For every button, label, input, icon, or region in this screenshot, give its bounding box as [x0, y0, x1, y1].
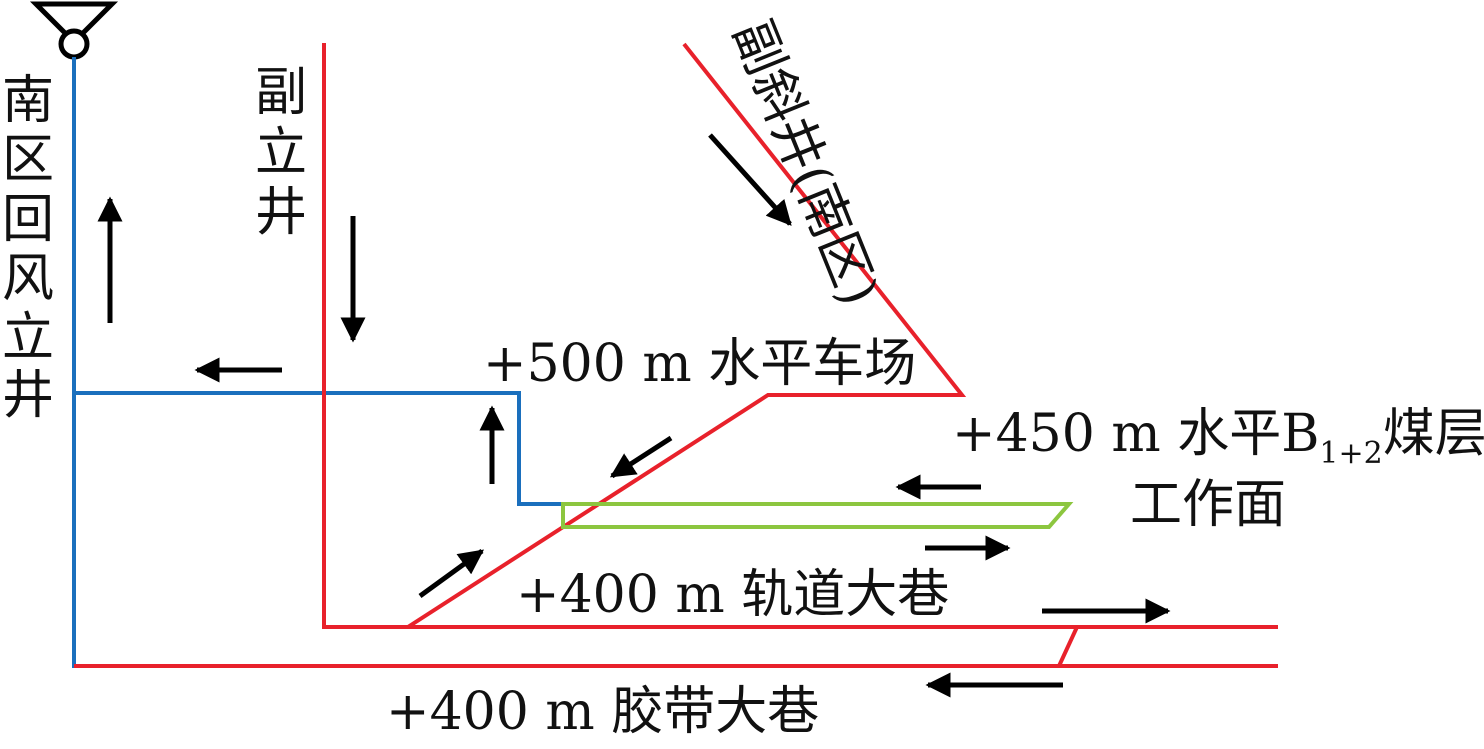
- svg-text:井: 井: [255, 183, 307, 243]
- incline-label: 副斜井(南区): [721, 12, 889, 313]
- aux-shaft-line: [322, 43, 408, 629]
- airflow-arrow-icon: [609, 435, 673, 479]
- ventilator-fan-icon: [29, 1, 119, 60]
- svg-text:井: 井: [2, 366, 54, 426]
- svg-text:立: 立: [255, 123, 307, 183]
- svg-text:回: 回: [2, 190, 54, 250]
- intake-airways: [74, 42, 1278, 668]
- svg-text:副: 副: [255, 63, 307, 123]
- svg-text:区: 区: [2, 130, 54, 190]
- belt-roadway-label: +400 m 胶带大巷: [386, 682, 819, 742]
- working-face: [561, 502, 1074, 529]
- svg-text:风: 风: [2, 249, 54, 309]
- track-roadway-label: +400 m 轨道大巷: [516, 565, 949, 625]
- svg-text:南: 南: [2, 71, 54, 131]
- incline-and-ramp-line: [401, 42, 1278, 629]
- airflow-arrows: [97, 133, 1171, 698]
- face-label-line2: 工作面: [1130, 475, 1286, 535]
- yard-500-label: +500 m 水平车场: [483, 334, 916, 394]
- return-shaft-label: 南 区 回 风 立 井: [2, 71, 54, 426]
- airflow-arrow-icon: [708, 133, 792, 226]
- airflow-arrow-icon: [418, 548, 485, 599]
- face-label-line1: +450 m 水平B1+2煤层: [952, 404, 1484, 471]
- return-roadway-line: [74, 391, 637, 506]
- aux-shaft-label: 副 立 井: [255, 63, 307, 243]
- crosscut-line: [1057, 626, 1079, 667]
- svg-text:立: 立: [2, 308, 54, 368]
